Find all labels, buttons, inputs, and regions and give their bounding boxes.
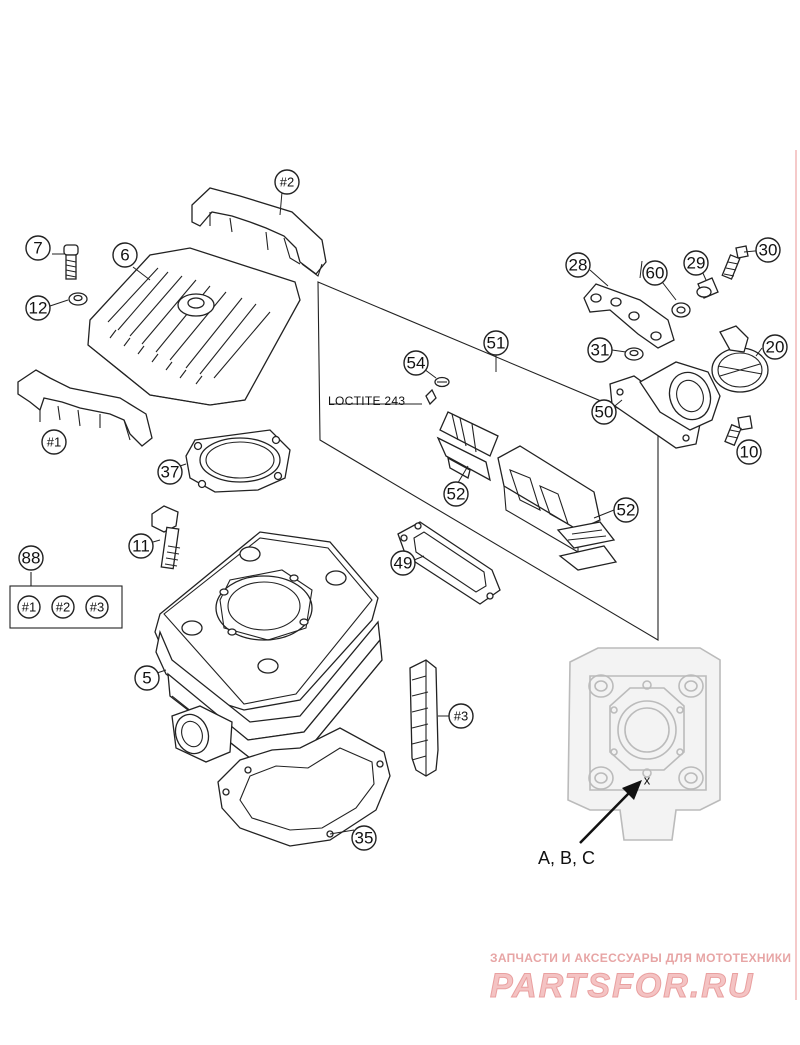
screw-54-part [425, 376, 450, 406]
svg-text:20: 20 [766, 338, 785, 357]
cylinder-head-6-part [87, 247, 301, 406]
callout-37: 37 [157, 459, 183, 485]
callout-31: 31 [587, 337, 613, 363]
callout-bracket-1: #1 [41, 429, 67, 455]
callout-30: 30 [755, 237, 781, 263]
detail-label: A, B, C [538, 848, 595, 868]
bolt-7-part [63, 244, 79, 280]
callout-kit-2: #2 [51, 595, 75, 619]
callout-11: 11 [128, 533, 154, 559]
callout-88: 88 [18, 545, 44, 571]
reed-petal-52b-part [556, 521, 618, 571]
callout-52b: 52 [613, 497, 639, 523]
detail-arrow [579, 780, 642, 844]
svg-text:54: 54 [407, 354, 426, 373]
gasket-49-part [397, 521, 501, 605]
svg-text:#1: #1 [47, 435, 61, 450]
bracket-2-part [191, 187, 327, 277]
callout-49: 49 [390, 550, 416, 576]
svg-text:50: 50 [595, 403, 614, 422]
svg-text:7: 7 [33, 239, 42, 258]
callout-50: 50 [591, 399, 617, 425]
svg-text:35: 35 [355, 829, 374, 848]
washer-12-part [68, 292, 88, 306]
svg-text:#2: #2 [56, 600, 70, 615]
reed-petal-52a-part [436, 411, 499, 482]
sleeve-29-part [696, 277, 719, 299]
svg-text:28: 28 [569, 256, 588, 275]
callout-60: 60 [642, 260, 668, 286]
head-gasket-37-part [185, 429, 291, 493]
stud-bolt-11-part [151, 505, 181, 570]
svg-text:51: 51 [487, 334, 506, 353]
bolt-10-part [724, 415, 753, 447]
svg-text:30: 30 [759, 241, 778, 260]
svg-text:88: 88 [22, 549, 41, 568]
callout-54: 54 [403, 350, 429, 376]
callout-12: 12 [25, 295, 51, 321]
kit-88-box [9, 572, 123, 629]
watermark-brand: PARTSFOR.RU [490, 967, 754, 1005]
spacer-60-part [671, 302, 691, 318]
callout-bracket-3: #3 [448, 703, 474, 729]
svg-text:10: 10 [740, 443, 759, 462]
svg-text:31: 31 [591, 341, 610, 360]
reed-assembly-51-frame [317, 281, 659, 641]
loctite-note: LOCTITE 243 [328, 394, 405, 408]
callout-kit-1: #1 [17, 595, 41, 619]
svg-text:#1: #1 [22, 600, 36, 615]
svg-text:12: 12 [29, 299, 48, 318]
base-gasket-35-part [217, 727, 391, 847]
svg-text:29: 29 [687, 254, 706, 273]
svg-text:6: 6 [120, 246, 129, 265]
bolt-30-part [721, 245, 749, 280]
callout-kit-3: #3 [85, 595, 109, 619]
bracket-28-part [583, 283, 675, 349]
svg-text:49: 49 [394, 554, 413, 573]
intake-flange-50-part [609, 361, 721, 449]
bracket-1-part [17, 369, 153, 447]
callout-28: 28 [565, 252, 591, 278]
detail-mark-x: x [644, 773, 651, 788]
callout-35: 35 [351, 825, 377, 851]
callout-52a: 52 [443, 481, 469, 507]
svg-text:52: 52 [447, 485, 466, 504]
callout-bracket-2: #2 [274, 169, 300, 195]
svg-text:#2: #2 [280, 175, 294, 190]
hose-clamp-20-part [711, 325, 769, 393]
callout-51: 51 [483, 330, 509, 356]
cylinder-top-detail-view [567, 647, 721, 841]
callout-29: 29 [683, 250, 709, 276]
svg-text:52: 52 [617, 501, 636, 520]
svg-text:60: 60 [646, 264, 665, 283]
callout-10: 10 [736, 439, 762, 465]
watermark-tagline: ЗАПЧАСТИ И АКСЕССУАРЫ ДЛЯ МОТОТЕХНИКИ [490, 951, 791, 965]
svg-text:11: 11 [132, 537, 150, 556]
svg-text:#3: #3 [454, 709, 468, 724]
callout-6: 6 [112, 242, 138, 268]
callout-7: 7 [25, 235, 51, 261]
callout-20: 20 [762, 334, 788, 360]
svg-text:#3: #3 [90, 600, 104, 615]
cylinder-5-part [154, 531, 383, 763]
svg-text:5: 5 [142, 669, 151, 688]
callout-5: 5 [134, 665, 160, 691]
washer-31-part [624, 347, 644, 361]
svg-text:37: 37 [161, 463, 180, 482]
bracket-3-part [409, 659, 439, 777]
